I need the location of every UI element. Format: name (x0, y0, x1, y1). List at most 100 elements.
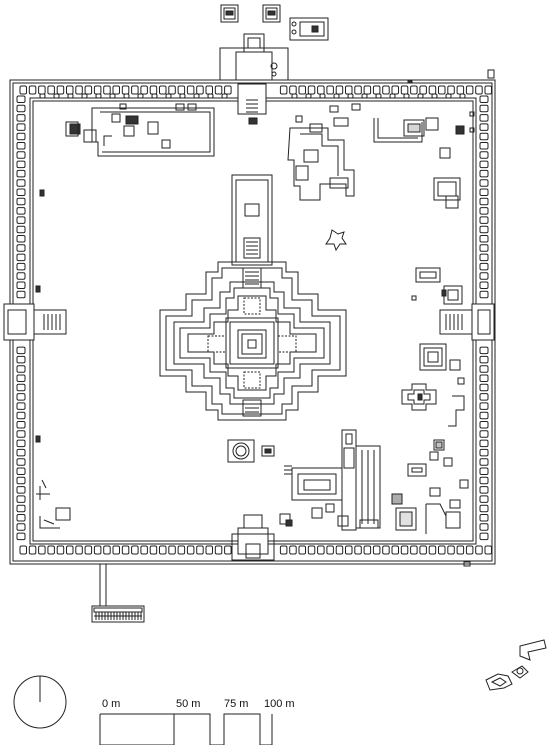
gallery-cell (411, 86, 418, 94)
gallery-cell (480, 189, 488, 196)
gallery-cell (480, 366, 488, 373)
gallery-cell (480, 236, 488, 243)
north-star-shrine (326, 230, 346, 250)
gallery-cell (318, 546, 325, 554)
gallery-cell (150, 546, 157, 554)
gallery-cell (480, 105, 488, 112)
gallery-cell (480, 161, 488, 168)
gallery-cell (206, 86, 213, 94)
gallery-cell (187, 546, 194, 554)
gallery-cell (180, 94, 185, 98)
gallery-cells-east (480, 96, 488, 540)
gallery-cell (113, 86, 120, 94)
gallery-cell (17, 477, 25, 484)
gallery-cell (448, 86, 455, 94)
gallery-cell (17, 459, 25, 466)
gallery-cell (76, 546, 83, 554)
gallery-cell (480, 263, 488, 270)
gallery-cell (17, 524, 25, 531)
gallery-cell (85, 86, 92, 94)
gallery-cell (17, 273, 25, 280)
gallery-cell (17, 384, 25, 391)
gallery-cell (17, 440, 25, 447)
gallery-cell (17, 282, 25, 289)
gallery-cell (480, 282, 488, 289)
gallery-cell (29, 86, 36, 94)
gallery-cell (122, 546, 129, 554)
gallery-cell (373, 86, 380, 94)
gallery-cell (68, 94, 73, 98)
gallery-cell (17, 208, 25, 215)
gallery-cell (17, 236, 25, 243)
gallery-cell (178, 86, 185, 94)
northeast-compound (288, 104, 360, 200)
gallery-cell (160, 86, 167, 94)
gallery-cell (17, 533, 25, 540)
gallery-cell (432, 94, 437, 98)
gallery-cell (150, 86, 157, 94)
gallery-cell (280, 86, 287, 94)
gallery-cell (160, 546, 167, 554)
gallery-cell (336, 546, 343, 554)
gallery-cell (141, 86, 148, 94)
gallery-cell (460, 94, 465, 98)
gallery-cell (480, 170, 488, 177)
gallery-cells-north (20, 86, 492, 98)
gallery-cell (17, 143, 25, 150)
gallery-cell (20, 546, 27, 554)
gallery-cell (480, 515, 488, 522)
gallery-cell (57, 86, 64, 94)
gallery-cell (485, 86, 492, 94)
gallery-cell (215, 546, 222, 554)
west-gateway (4, 304, 66, 340)
gallery-cell (17, 291, 25, 298)
gallery-cell (54, 94, 59, 98)
gallery-cell (480, 208, 488, 215)
gallery-cell (166, 94, 171, 98)
gallery-cell (306, 94, 311, 98)
gallery-cell (113, 546, 120, 554)
gallery-cell (485, 546, 492, 554)
north-gateway (220, 34, 288, 124)
gallery-cell (480, 180, 488, 187)
gallery-cell (17, 115, 25, 122)
gallery-cell (94, 86, 101, 94)
southeast-outer-ruins (486, 640, 546, 690)
gallery-cell (364, 546, 371, 554)
gallery-cell (17, 394, 25, 401)
gallery-cell (290, 86, 297, 94)
gallery-cell (364, 86, 371, 94)
gallery-cell (480, 375, 488, 382)
gallery-cell (20, 86, 27, 94)
scale-label-100: 100 m (264, 698, 295, 710)
gallery-cell (480, 96, 488, 103)
gallery-cell (299, 546, 306, 554)
gallery-cell (17, 198, 25, 205)
west-details (36, 190, 70, 528)
gallery-cell (480, 347, 488, 354)
gallery-cell (318, 86, 325, 94)
gallery-cell (320, 94, 325, 98)
gallery-cell (110, 94, 115, 98)
north-outer-shrines (221, 5, 328, 40)
gallery-cell (85, 546, 92, 554)
gallery-cell (355, 546, 362, 554)
gallery-cell (280, 546, 287, 554)
gallery-cell (480, 524, 488, 531)
gallery-cell (17, 505, 25, 512)
gallery-cell (480, 291, 488, 298)
scale-bar (100, 714, 272, 745)
south-temple-pavilions (228, 440, 274, 462)
gallery-cell (17, 347, 25, 354)
gallery-cell (480, 226, 488, 233)
gallery-cell (420, 86, 427, 94)
gallery-cell (480, 505, 488, 512)
gallery-cell (466, 86, 473, 94)
gallery-cell (401, 86, 408, 94)
gallery-cell (17, 375, 25, 382)
gallery-cell (448, 546, 455, 554)
gallery-cell (67, 86, 74, 94)
gallery-cell (17, 403, 25, 410)
gallery-cell (178, 546, 185, 554)
gallery-cell (39, 86, 46, 94)
